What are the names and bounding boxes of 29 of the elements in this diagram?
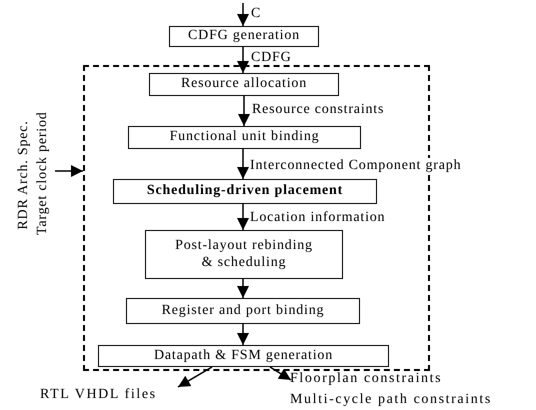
step-label: Resource allocation (181, 76, 307, 93)
step-label: Register and port binding (162, 302, 324, 320)
process-box (145, 230, 343, 279)
arrow (178, 366, 212, 388)
arrow (238, 96, 250, 126)
process-box (98, 345, 389, 367)
step-label: Functional unit binding (170, 129, 320, 146)
process-box (113, 179, 377, 204)
arrow (237, 279, 249, 298)
process-box (169, 26, 319, 47)
arrow (237, 149, 249, 179)
process-box (149, 73, 339, 96)
output-label: Multi-cycle path constraints (290, 390, 493, 409)
arrow (237, 3, 249, 26)
process-box (128, 126, 361, 149)
arrow (55, 165, 83, 177)
step-label: Datapath & FSM generation (154, 348, 334, 364)
edge-label: Interconnected Component graph (249, 158, 462, 174)
input-label: RDR Arch. Spec. (15, 119, 32, 232)
process-box (126, 298, 360, 324)
step-label: Post-layout rebinding & scheduling (174, 238, 314, 271)
step-label: CDFG generation (188, 28, 300, 45)
output-label: Floorplan constraints (290, 370, 444, 388)
arrow (270, 366, 292, 381)
arrow (237, 204, 249, 230)
arrow (237, 324, 249, 345)
output-label: RTL VHDL files (40, 386, 157, 404)
arrow (237, 47, 249, 73)
step-label: Scheduling-driven placement (146, 183, 344, 200)
